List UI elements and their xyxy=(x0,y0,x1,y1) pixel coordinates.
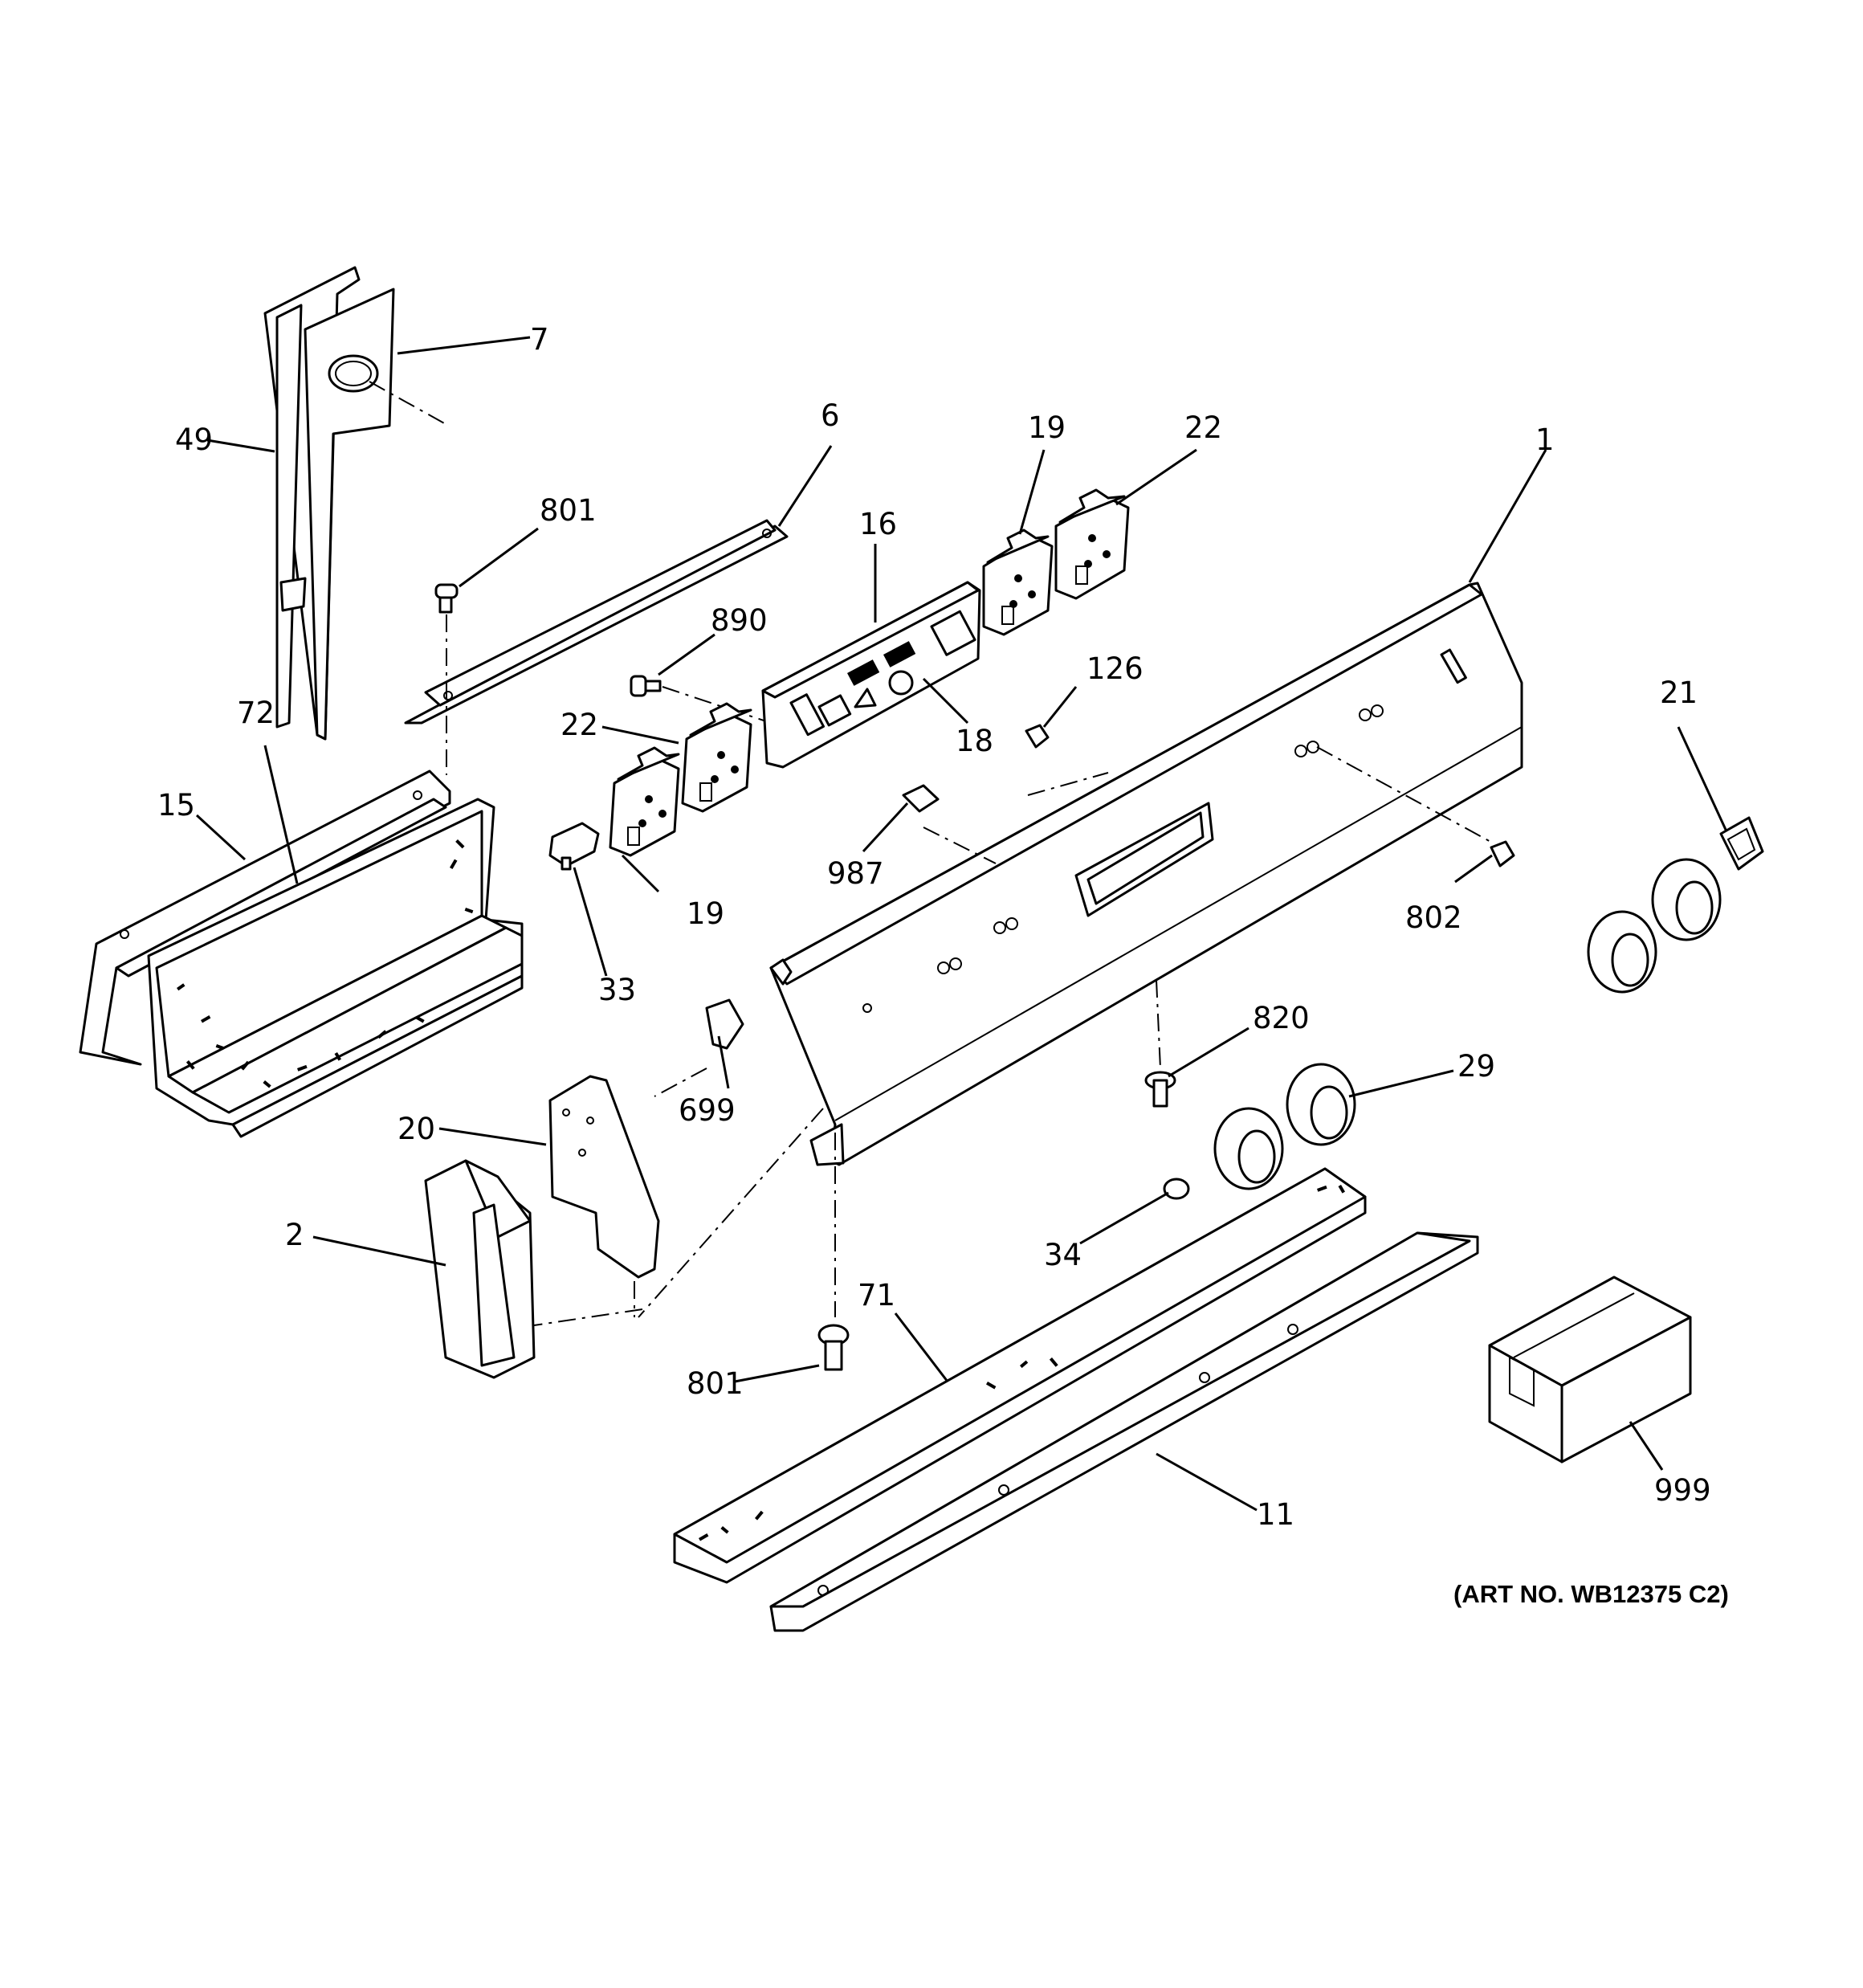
knob-right-1 xyxy=(1587,910,1657,994)
screw-126 xyxy=(1025,724,1050,749)
callout-801-bottom: 801 xyxy=(687,1366,744,1401)
nut-34 xyxy=(1163,1178,1190,1200)
part-vertical-bracket xyxy=(263,266,446,741)
dash-820 xyxy=(1156,979,1161,1069)
knob-right-2 xyxy=(1651,858,1722,941)
switch-33 xyxy=(548,822,600,871)
switch-22-upper xyxy=(1054,488,1130,600)
callout-820: 820 xyxy=(1253,1001,1310,1035)
screw-801-bottom xyxy=(817,1324,850,1371)
callout-34: 34 xyxy=(1044,1238,1082,1272)
callout-22-upper: 22 xyxy=(1184,410,1222,445)
callout-126: 126 xyxy=(1086,651,1143,686)
callout-21: 21 xyxy=(1660,676,1698,710)
callout-987: 987 xyxy=(827,856,884,891)
dash-126 xyxy=(1027,772,1109,796)
callout-22-lower: 22 xyxy=(561,708,598,742)
clip-987 xyxy=(902,784,940,813)
dash-699 xyxy=(654,1067,707,1097)
dash-987 xyxy=(923,827,997,864)
part-trim-15 xyxy=(79,769,524,1138)
part-box-999 xyxy=(1488,1276,1692,1463)
part-strip-71 xyxy=(673,1167,1367,1584)
screw-890 xyxy=(630,675,662,697)
callout-29: 29 xyxy=(1457,1049,1495,1084)
switch-22-lower xyxy=(681,702,752,813)
callout-1: 1 xyxy=(1535,423,1555,457)
callout-802: 802 xyxy=(1405,900,1462,935)
part-spacer-2 xyxy=(424,1159,536,1379)
insulation-specks xyxy=(176,839,474,1088)
dash-20 xyxy=(638,1108,824,1318)
callout-699: 699 xyxy=(679,1093,736,1128)
knob-29-right xyxy=(1286,1063,1356,1146)
callout-11: 11 xyxy=(1257,1497,1294,1532)
callout-6: 6 xyxy=(821,398,840,433)
callout-999: 999 xyxy=(1654,1473,1711,1508)
switch-21 xyxy=(1719,816,1764,871)
part-control-panel-1 xyxy=(769,582,1523,1166)
callout-20: 20 xyxy=(397,1112,435,1146)
part-rail-6 xyxy=(404,519,789,725)
callout-7: 7 xyxy=(530,322,549,357)
callout-72: 72 xyxy=(237,696,275,730)
switch-19-lower xyxy=(609,746,680,857)
callout-71: 71 xyxy=(858,1278,895,1312)
leader-lines xyxy=(195,336,1728,1512)
clip-699 xyxy=(705,998,744,1050)
callout-19-upper: 19 xyxy=(1028,410,1066,445)
callout-33: 33 xyxy=(598,973,636,1007)
part-bracket-20 xyxy=(548,1075,660,1279)
screw-802 xyxy=(1490,840,1515,867)
art-number: (ART NO. WB12375 C2) xyxy=(1453,1580,1729,1608)
screw-801-top xyxy=(434,583,459,614)
callout-2: 2 xyxy=(285,1218,304,1252)
callout-18: 18 xyxy=(956,724,993,758)
screw-820 xyxy=(1144,1071,1176,1108)
callout-801-top: 801 xyxy=(540,493,597,528)
callout-49: 49 xyxy=(175,423,213,457)
switch-19-upper xyxy=(982,529,1054,636)
part-trim-11 xyxy=(769,1231,1479,1632)
part-control-16 xyxy=(761,581,981,769)
callout-19-lower: 19 xyxy=(687,896,724,931)
callout-15: 15 xyxy=(157,788,195,823)
callout-16: 16 xyxy=(859,507,897,541)
callout-890: 890 xyxy=(711,603,768,638)
dash-2 xyxy=(533,1308,643,1326)
knob-29-left xyxy=(1213,1107,1284,1190)
